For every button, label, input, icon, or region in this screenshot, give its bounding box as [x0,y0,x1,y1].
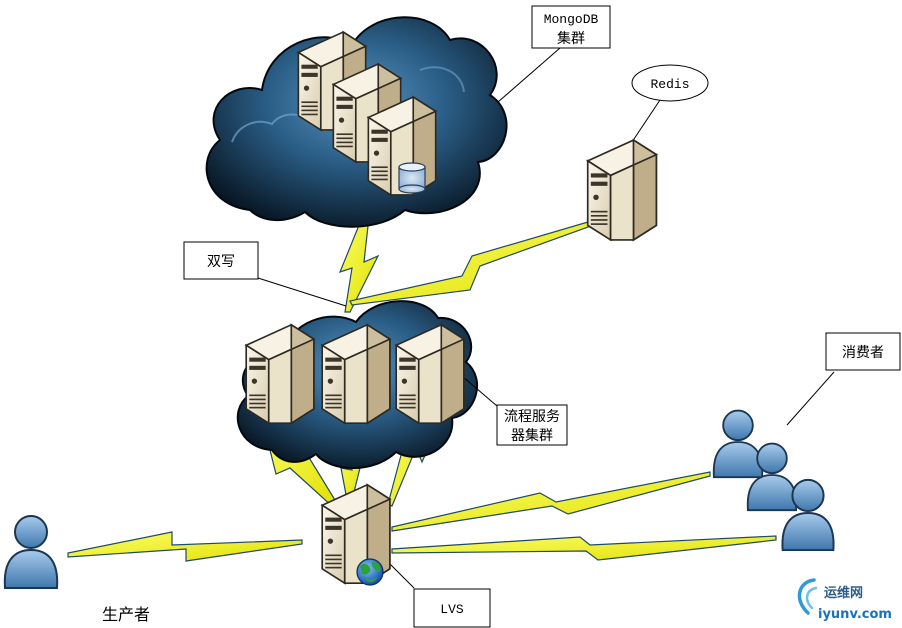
process-label-line1: 流程服务 [504,409,560,425]
consumer-label: 消费者 [842,345,884,361]
double-write-label-box: 双写 [183,241,259,280]
watermark-logo-icon [797,578,818,615]
consumer-person-icon-1 [712,409,764,479]
callout-lines [257,47,835,589]
link-lvs-consumer-bottom [391,535,777,561]
watermark-bottom-text: iyunv.com [818,607,892,622]
mongodb-server-group [297,31,437,196]
consumer-label-box: 消费者 [825,332,901,371]
lvs-node [321,483,391,586]
mongodb-label-box: MongoDB 集群 [531,5,611,49]
double-write-callout-line [257,277,347,307]
database-icon [398,162,426,194]
redis-server [586,139,658,241]
redis-label-ellipse: Redis [631,64,709,102]
mongodb-label-line2: 集群 [557,30,585,47]
process-server-1 [245,323,315,425]
consumer-callout-line [786,371,835,426]
watermark-top-text: 运维网 [824,585,863,601]
process-callout-line [461,375,498,407]
lvs-label-box: LVS [413,588,491,628]
lvs-label: LVS [440,602,464,617]
producer-label: 生产者 [102,605,150,624]
link-redis-process [349,221,592,306]
lvs-callout-line [387,561,415,589]
link-lvs-consumer-top [391,471,711,532]
process-label-box: 流程服务 器集群 [496,404,568,446]
process-server-group [245,323,465,425]
link-producer-lvs [67,531,303,562]
mongodb-callout-line [497,47,561,103]
mongodb-label-line1: MongoDB [544,12,599,27]
globe-icon [356,558,384,586]
process-label-line2: 器集群 [511,427,553,444]
producer-person-icon [3,514,59,590]
site-watermark: 运维网 iyunv.com [797,578,892,622]
consumer-group [712,409,835,552]
redis-label: Redis [650,77,689,92]
double-write-label: 双写 [207,254,235,270]
